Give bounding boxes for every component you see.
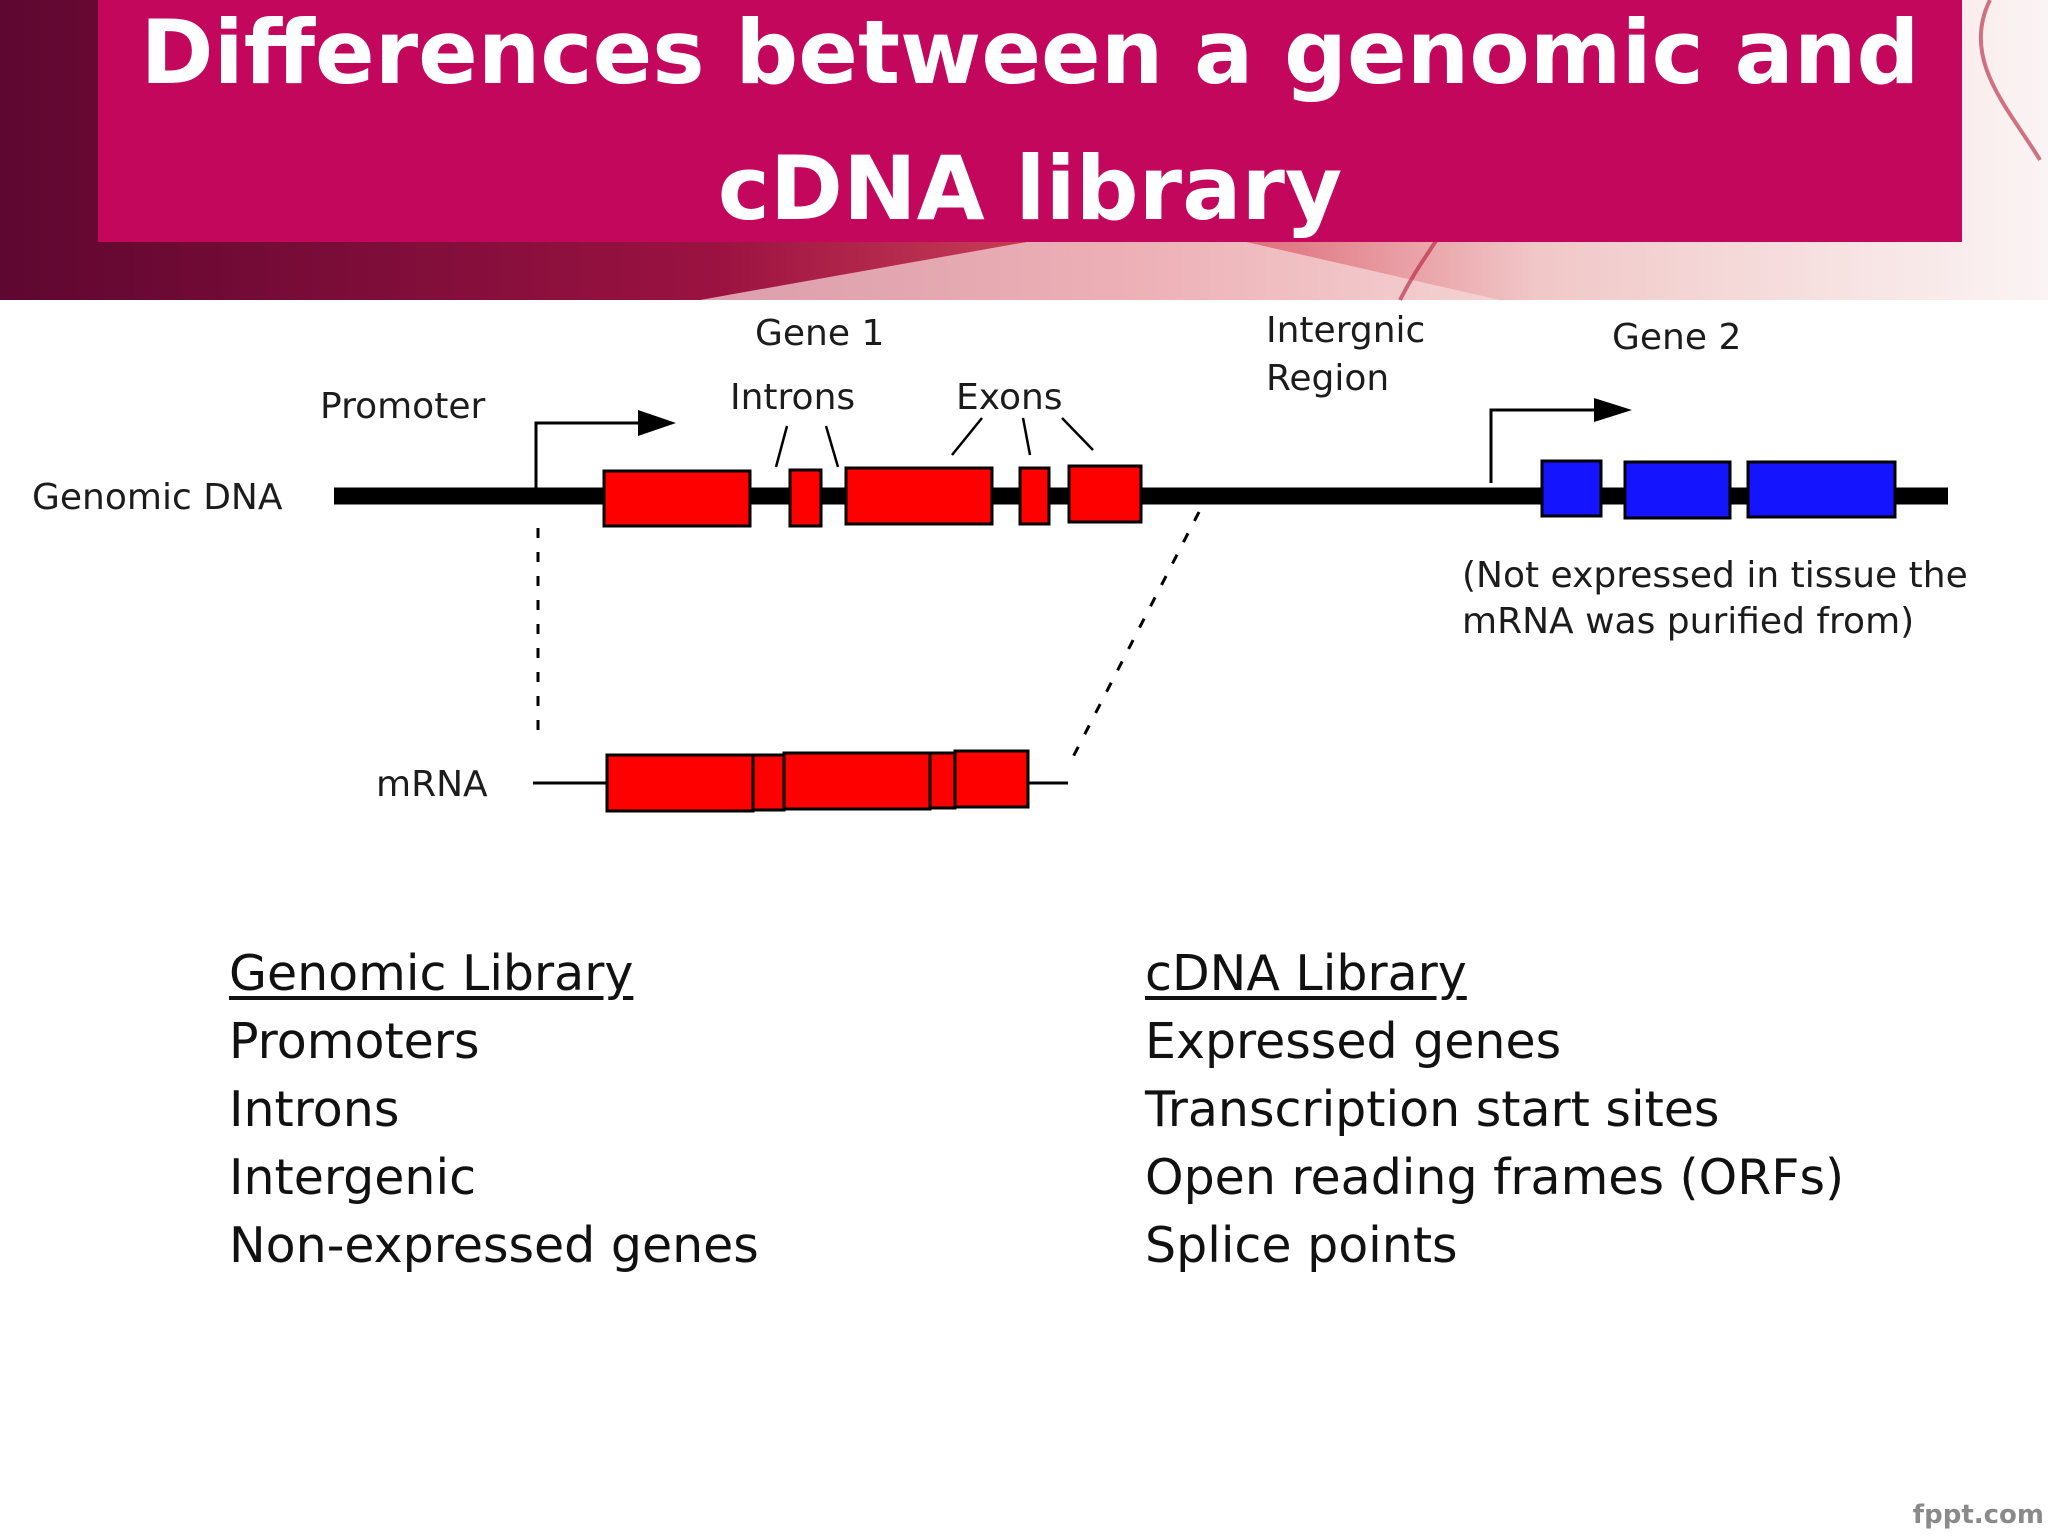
mrna-exon xyxy=(605,753,755,813)
gene2-label: Gene 2 xyxy=(1612,317,1741,358)
genomic-library-item: Non-expressed genes xyxy=(229,1217,759,1274)
diagram-panel xyxy=(32,310,2048,870)
genomic-library-item: Intergenic xyxy=(229,1149,477,1206)
promoter-label: Promoter xyxy=(320,386,485,427)
exon-pointer xyxy=(1061,417,1094,451)
gene1-exon xyxy=(1018,466,1051,526)
gene2-arrowhead xyxy=(1594,398,1632,422)
intron-pointer xyxy=(824,425,840,468)
gene1-label: Gene 1 xyxy=(755,313,884,354)
footer-watermark: fppt.com xyxy=(1912,1500,2044,1530)
exon-pointer xyxy=(1021,417,1032,456)
mrna-exon xyxy=(928,751,957,810)
gene-structure-diagram: Gene 1 Introns Exons Intergnic Region Ge… xyxy=(32,310,1968,813)
not-expressed-note-line2: mRNA was purified from) xyxy=(1462,601,1914,642)
introns-label: Introns xyxy=(730,377,855,418)
genomic-library-column: Genomic Library Promoters Introns Interg… xyxy=(229,940,759,1280)
mrna-exon xyxy=(953,749,1030,809)
content-panel xyxy=(0,870,2048,1536)
cdna-library-item: Transcription start sites xyxy=(1145,1081,1720,1138)
cdna-library-heading: cDNA Library xyxy=(1145,945,1467,1002)
gene1-exon xyxy=(788,468,823,528)
gene1-exon xyxy=(844,466,994,526)
mrna-exon xyxy=(751,753,786,812)
genomic-library-item: Promoters xyxy=(229,1013,480,1070)
intron-pointer xyxy=(774,425,789,468)
gene2-exon xyxy=(1623,460,1732,520)
gene2-promoter-arrow xyxy=(1489,408,1596,483)
gene1-exon xyxy=(1067,464,1143,524)
gene1-exon xyxy=(602,469,752,528)
gene1-promoter-arrow xyxy=(534,421,642,488)
cdna-library-item: Splice points xyxy=(1145,1217,1458,1274)
gene1-arrowhead xyxy=(638,410,676,436)
mrna-exon xyxy=(782,751,932,811)
intergenic-label-line2: Region xyxy=(1266,358,1389,399)
cdna-library-column: cDNA Library Expressed genes Transcripti… xyxy=(1145,940,1844,1280)
not-expressed-note-line1: (Not expressed in tissue the xyxy=(1462,555,1968,596)
genomic-library-item: Introns xyxy=(229,1081,400,1138)
exon-pointer xyxy=(951,417,983,456)
exons-label: Exons xyxy=(956,377,1063,418)
mrna-label: mRNA xyxy=(376,764,488,805)
gene2-exon xyxy=(1746,460,1897,519)
gene2-exon xyxy=(1540,459,1603,518)
cdna-library-item: Expressed genes xyxy=(1145,1013,1562,1070)
transcription-end-projection xyxy=(1071,511,1201,758)
genomic-dna-label: Genomic DNA xyxy=(32,477,283,518)
genomic-library-heading: Genomic Library xyxy=(229,945,634,1002)
title-line-2: cDNA library xyxy=(717,137,1343,240)
slide-title: Differences between a genomic and cDNA l… xyxy=(98,0,1962,242)
cdna-library-item: Open reading frames (ORFs) xyxy=(1145,1149,1845,1206)
title-line-1: Differences between a genomic and xyxy=(140,1,1920,104)
intergenic-label-line1: Intergnic xyxy=(1266,310,1425,351)
title-banner xyxy=(98,0,1962,242)
header-swoosh xyxy=(700,220,1500,300)
